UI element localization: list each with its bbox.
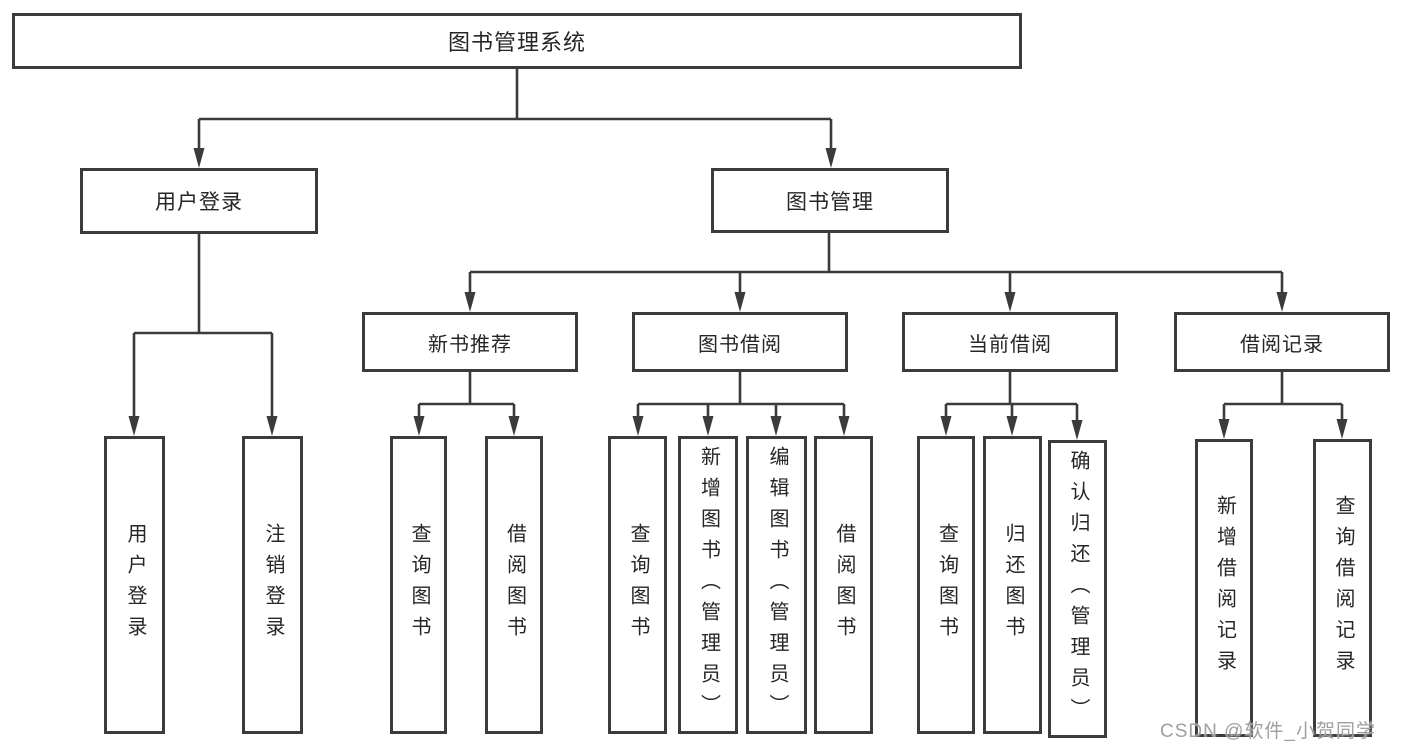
leaf-confirm-return-admin: 确认归还（管理员） — [1048, 440, 1107, 738]
leaf-query-borrow-record: 查询借阅记录 — [1313, 439, 1372, 737]
node-label: 查询图书 — [627, 523, 649, 647]
leaf-user-login: 用户登录 — [104, 436, 165, 734]
node-label: 新增图书（管理员） — [697, 445, 720, 725]
leaf-query-books-recommend: 查询图书 — [390, 436, 447, 734]
node-label: 当前借阅 — [968, 333, 1052, 356]
node-label: 确认归还（管理员） — [1067, 449, 1089, 729]
csdn-watermark: CSDN @软件_小贺同学 — [1160, 721, 1376, 742]
node-label: 查询借阅记录 — [1332, 495, 1354, 681]
node-label: 图书借阅 — [698, 333, 782, 356]
node-current-borrow: 当前借阅 — [902, 312, 1118, 372]
leaf-add-books-admin: 新增图书（管理员） — [678, 436, 738, 734]
leaf-edit-books-admin: 编辑图书（管理员） — [746, 436, 807, 734]
node-borrow-records: 借阅记录 — [1174, 312, 1390, 372]
node-new-book-recommend: 新书推荐 — [362, 312, 578, 372]
node-label: 借阅记录 — [1240, 333, 1324, 356]
node-label: 新增借阅记录 — [1213, 495, 1236, 681]
node-book-borrow: 图书借阅 — [632, 312, 848, 372]
node-label: 归还图书 — [1002, 523, 1024, 647]
node-label: 注销登录 — [262, 523, 284, 647]
node-user-login: 用户登录 — [80, 168, 318, 234]
node-label: 借阅图书 — [503, 523, 526, 647]
node-label: 编辑图书（管理员） — [766, 445, 788, 725]
node-label: 用户登录 — [124, 523, 146, 647]
leaf-query-books-borrow: 查询图书 — [608, 436, 667, 734]
node-label: 查询图书 — [408, 523, 430, 647]
leaf-borrow-books: 借阅图书 — [814, 436, 873, 734]
node-book-management: 图书管理 — [711, 168, 949, 233]
node-label: 借阅图书 — [833, 523, 855, 647]
leaf-borrow-books-recommend: 借阅图书 — [485, 436, 543, 734]
node-library-management-system: 图书管理系统 — [12, 13, 1022, 69]
node-label: 图书管理 — [786, 190, 874, 214]
node-label: 查询图书 — [935, 523, 958, 647]
leaf-logout: 注销登录 — [242, 436, 303, 734]
leaf-query-books-current: 查询图书 — [917, 436, 975, 734]
node-label: 新书推荐 — [428, 333, 512, 356]
node-label: 图书管理系统 — [447, 30, 586, 55]
leaf-return-books: 归还图书 — [983, 436, 1042, 734]
leaf-add-borrow-record: 新增借阅记录 — [1195, 439, 1253, 737]
node-label: 用户登录 — [155, 191, 243, 214]
